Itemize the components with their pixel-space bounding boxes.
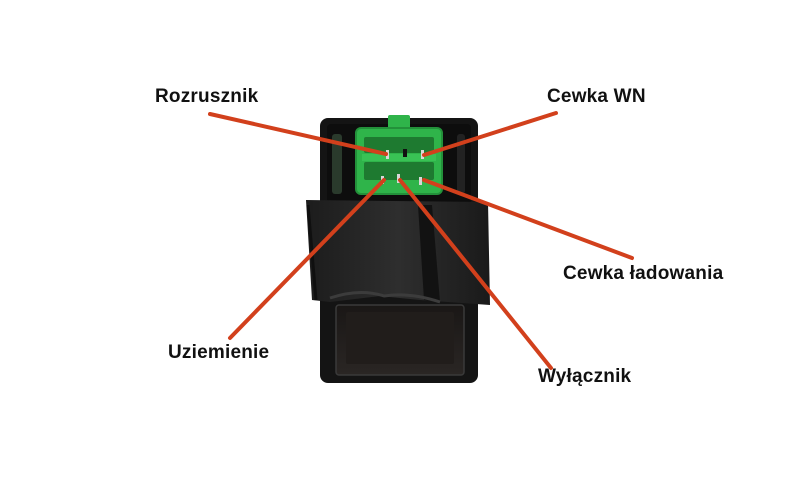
label-rozrusznik: Rozrusznik [155, 86, 259, 107]
green-5-pin-connector [355, 115, 443, 195]
line-wylacznik [398, 178, 553, 370]
line-rozrusznik [208, 112, 388, 156]
label-uziemienie: Uziemienie [168, 342, 270, 363]
tape-wrap [306, 200, 490, 305]
line-cewka-wn [422, 111, 558, 157]
callout-lines [208, 111, 634, 370]
line-uziemienie [228, 178, 386, 340]
label-wylacznik: Wyłącznik [538, 366, 632, 387]
label-cewka-wn: Cewka WN [547, 86, 646, 107]
label-cewka-ladowania: Cewka ładowania [563, 263, 724, 284]
line-cewka-ladowania [422, 178, 634, 260]
